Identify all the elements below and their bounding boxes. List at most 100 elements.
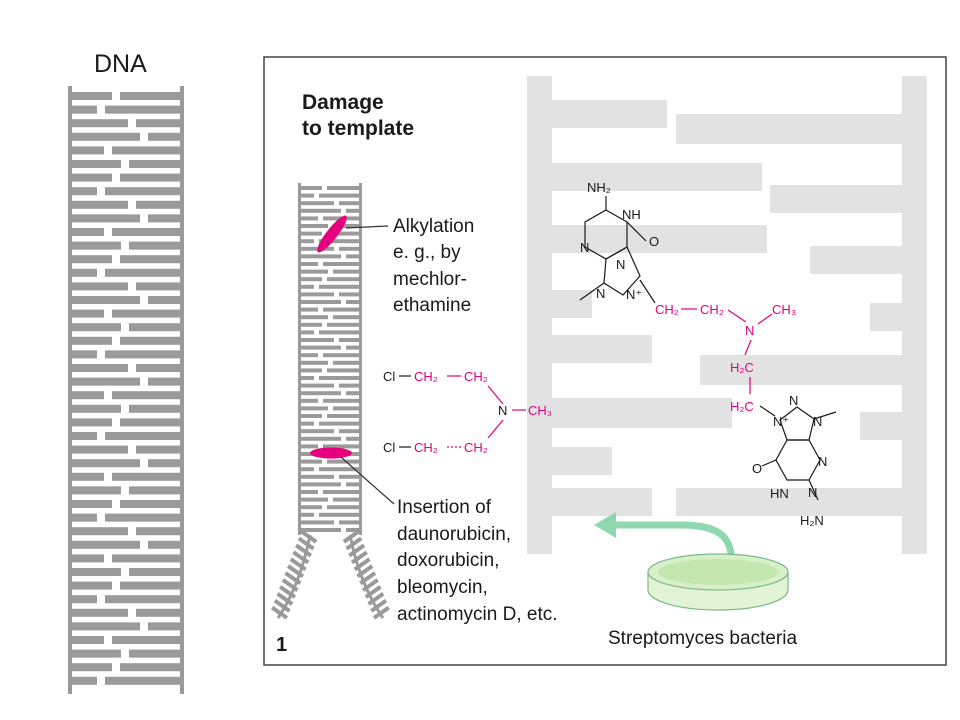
- dna-base-pair: [112, 554, 180, 563]
- dna-base-pair: [72, 92, 112, 100]
- dna-base-pair: [319, 512, 359, 517]
- dna-base-pair: [333, 497, 359, 502]
- dna-base-pair: [72, 282, 128, 291]
- dna-base-pair: [301, 186, 322, 190]
- dna-base-pair: [297, 536, 315, 551]
- panel-title-line2: to template: [302, 117, 414, 140]
- svg-text:H₂C: H₂C: [730, 399, 754, 414]
- dna-base-pair: [339, 383, 359, 388]
- dna-base-pair: [105, 513, 180, 522]
- dna-base-pair: [323, 490, 359, 494]
- dna-base-pair: [319, 193, 359, 198]
- dna-base-pair: [301, 315, 328, 320]
- dna-base-pair: [72, 540, 140, 549]
- svg-text:N⁺: N⁺: [773, 414, 789, 429]
- dna-base-pair: [339, 201, 359, 206]
- dna-base-pair: [72, 608, 128, 617]
- dna-base-pair: [72, 350, 97, 359]
- dna-base-pair: [339, 520, 359, 525]
- svg-text:H₂N: H₂N: [800, 513, 824, 528]
- dna-base-pair: [72, 336, 112, 345]
- dna-base-pair: [301, 444, 318, 449]
- dna-base-pair: [372, 605, 390, 620]
- svg-text:N: N: [818, 454, 827, 469]
- dna-base-pair: [294, 543, 313, 558]
- dna-base-pair: [301, 262, 318, 266]
- dna-base-pair: [333, 406, 359, 411]
- insertion-label-3: doxorubicin,: [397, 550, 499, 571]
- dna-base-pair: [348, 543, 366, 558]
- background-dna-ladder: [527, 76, 927, 554]
- dna-base-pair: [72, 486, 121, 495]
- dna-base-pair: [301, 391, 341, 396]
- dna-base-pair: [112, 472, 180, 481]
- dna-base-pair: [72, 636, 104, 644]
- dna-base-pair: [333, 360, 359, 365]
- dna-base-pair: [333, 315, 359, 320]
- dna-base-pair: [112, 146, 180, 155]
- insertion-label-5: actinomycin D, etc.: [397, 604, 558, 625]
- dna-base-pair: [319, 467, 359, 472]
- svg-text:CH₂: CH₂: [414, 369, 438, 384]
- dna-base-pair: [339, 474, 359, 479]
- svg-text:N: N: [498, 403, 507, 418]
- dna-base-pair: [148, 214, 180, 223]
- dna-base-pair: [112, 391, 180, 400]
- alkylation-label-1: Alkylation: [393, 216, 474, 237]
- dna-base-pair: [301, 497, 328, 502]
- dna-base-pair: [72, 554, 104, 563]
- crosslink-linker: CH₂ CH₂ N CH₃ H₂C H₂C: [655, 302, 796, 414]
- dna-base-pair: [301, 398, 318, 403]
- dna-base-pair: [112, 636, 180, 644]
- svg-text:CH₃: CH₃: [528, 403, 552, 418]
- dna-base-pair: [273, 599, 291, 613]
- dna-base-pair: [327, 186, 359, 190]
- dna-base-pair: [301, 429, 334, 434]
- dna-base-pair: [301, 300, 341, 304]
- dna-backbone: [276, 534, 312, 619]
- svg-text:Cl: Cl: [383, 440, 395, 455]
- dna-base-pair: [72, 649, 121, 658]
- dna-base-pair: [327, 368, 359, 373]
- dna-base-pair: [112, 228, 180, 236]
- source-arrowhead: [594, 512, 616, 538]
- dna-base-pair: [129, 486, 180, 495]
- svg-text:O: O: [752, 461, 762, 476]
- svg-text:CH₂: CH₂: [464, 369, 488, 384]
- svg-text:H₂C: H₂C: [730, 360, 754, 375]
- dna-base-pair: [301, 512, 314, 517]
- dna-backbone: [298, 183, 301, 535]
- dna-base-pair: [301, 208, 341, 213]
- dna-base-pair: [301, 376, 314, 380]
- dna-base-pair: [327, 459, 359, 464]
- panel-number: 1: [276, 634, 287, 656]
- dna-base-pair: [72, 513, 97, 522]
- dna-base-pair: [72, 581, 112, 590]
- dna-base-pair: [148, 377, 180, 386]
- svg-text:O: O: [649, 234, 659, 249]
- dna-base-pair: [72, 309, 104, 318]
- svg-text:HN: HN: [770, 486, 789, 501]
- dna-base-pair: [301, 277, 322, 282]
- dna-base-pair: [301, 345, 341, 350]
- dna-base-pair: [339, 338, 359, 342]
- dna-base-pair: [301, 224, 328, 228]
- dna-base-pair: [346, 345, 359, 350]
- svg-text:N: N: [616, 257, 625, 272]
- dna-base-pair: [105, 350, 180, 359]
- dna-base-pair: [301, 383, 334, 388]
- dna-base-pair: [136, 200, 180, 209]
- dna-base-pair: [301, 520, 334, 525]
- dna-base-pair: [72, 146, 104, 155]
- dna-strand-template: [270, 183, 390, 620]
- dna-base-pair: [120, 581, 180, 590]
- dna-base-pair: [270, 605, 289, 620]
- dna-base-pair: [72, 200, 128, 209]
- dna-base-pair: [105, 105, 180, 114]
- dna-base-pair: [301, 528, 341, 532]
- dna-base-pair: [301, 421, 314, 426]
- dna-base-pair: [72, 228, 104, 236]
- dna-base-pair: [129, 404, 180, 413]
- dna-base-pair: [319, 330, 359, 335]
